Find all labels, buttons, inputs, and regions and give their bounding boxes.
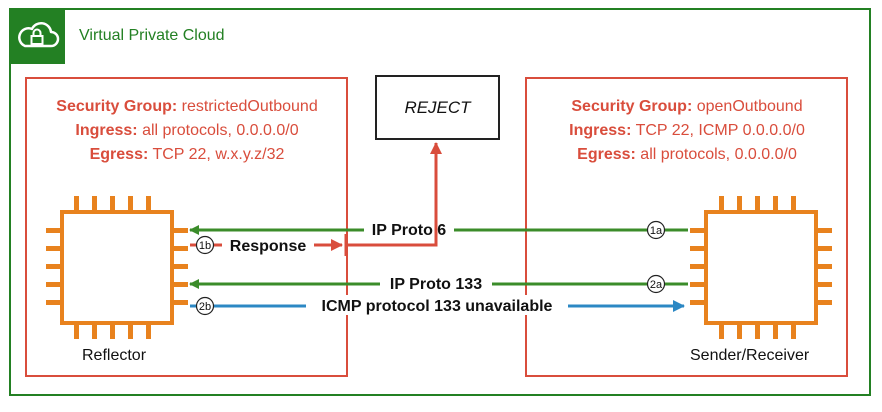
flow-1b-label-bg: [222, 235, 314, 255]
vpc-badge: [9, 8, 65, 64]
flow-2a-label: IP Proto 133: [390, 276, 482, 293]
flow-2b-label: ICMP protocol 133 unavailable: [322, 298, 553, 315]
sender-egress-line: Egress: all protocols, 0.0.0.0/0: [577, 146, 797, 163]
reflector-chip-icon: [46, 196, 188, 339]
svg-text:1b: 1b: [199, 240, 211, 252]
flow-2b-badge: 2b: [195, 296, 215, 316]
sender-chip-icon: [690, 196, 832, 339]
flow-1a-label-bg: [364, 219, 454, 239]
flow-2b-label-bg: [306, 295, 568, 315]
flow-1a-label: IP Proto 6: [372, 222, 446, 239]
reflector-label: Reflector: [82, 347, 147, 364]
flow-2a-badge: 2a: [646, 274, 666, 294]
flow-1b-badge: 1b: [195, 235, 215, 255]
sender-ingress-line: Ingress: TCP 22, ICMP 0.0.0.0/0: [569, 122, 805, 139]
svg-text:2b: 2b: [199, 301, 211, 313]
flow-2a-label-bg: [380, 273, 492, 293]
reflector-egress-line: Egress: TCP 22, w.x.y.z/32: [89, 146, 285, 163]
reject-path-arrow: [346, 142, 442, 247]
sender-receiver-label: Sender/Receiver: [690, 347, 810, 364]
reflector-sg-name-line: Security Group: restrictedOutbound: [56, 98, 318, 115]
sender-sg-rules: Security Group: openOutbound Ingress: TC…: [522, 95, 852, 167]
flow-1a-badge: 1a: [646, 220, 666, 240]
vpc-boundary: [9, 8, 871, 396]
reject-box: REJECT: [375, 75, 500, 140]
svg-text:1a: 1a: [650, 225, 663, 237]
reflector-sg-rules: Security Group: restrictedOutbound Ingre…: [22, 95, 352, 167]
security-group-reflector: [25, 77, 348, 377]
reflector-ingress-line: Ingress: all protocols, 0.0.0.0/0: [75, 122, 299, 139]
cloud-lock-icon: [18, 22, 60, 48]
sender-sg-name-line: Security Group: openOutbound: [571, 98, 803, 115]
vpc-title: Virtual Private Cloud: [79, 27, 225, 44]
security-group-sender: [525, 77, 848, 377]
flow-1b-label: Response: [230, 238, 307, 255]
svg-text:2a: 2a: [650, 279, 663, 291]
